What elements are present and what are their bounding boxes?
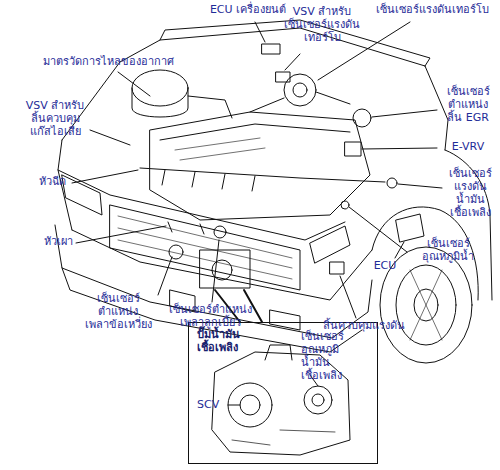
part-label: หัวฉีด [39,176,66,189]
part-label: VSV สำหรับ ลิ้นควบคุม แก๊สไอเสีย [26,100,85,139]
part-label: ECU [374,260,397,273]
part-label: หัวเผา [44,236,73,249]
part-label: ลิ้นควบคุมแรงดัน [323,320,405,333]
part-label: เซ็นเซอร์ตำแหน่ง เพลาลูกเบี้ยว [169,304,252,330]
part-label: VSV สำหรับ เซ็นเซอร์แรงดัน เทอร์โบ [284,6,360,45]
part-label: เซ็นเซอร์ ตำแหน่ง เพลาข้อเหวี่ยง [85,293,152,332]
part-label: เซ็นเซอร์ อุณหภูมิน้ำ [422,238,474,264]
part-label: SCV [197,399,219,412]
part-label: มาตรวัดการไหลของอากาศ [43,56,174,69]
inset-heading: ปั๊มน้ำมัน เชื้อเพลิง [197,329,240,355]
part-label: เซ็นเซอร์ ตำแหน่ง ลิ้น EGR [447,86,490,125]
part-label: ECU เครื่องยนต์ [210,4,286,17]
part-label: เซ็นเซอร์ อุณหภูมิ น้ำมัน เชื้อเพลิง [301,331,344,383]
part-label: E-VRV [452,141,484,154]
inset-box: ปั๊มน้ำมัน เชื้อเพลิง เซ็นเซอร์ อุณหภูมิ … [188,322,378,464]
part-label: เซ็นเซอร์แรงดันเทอร์โบ [376,4,489,17]
part-label: เซ็นเซอร์ แรงดัน น้ำมัน เชื้อเพลิง [449,168,492,220]
